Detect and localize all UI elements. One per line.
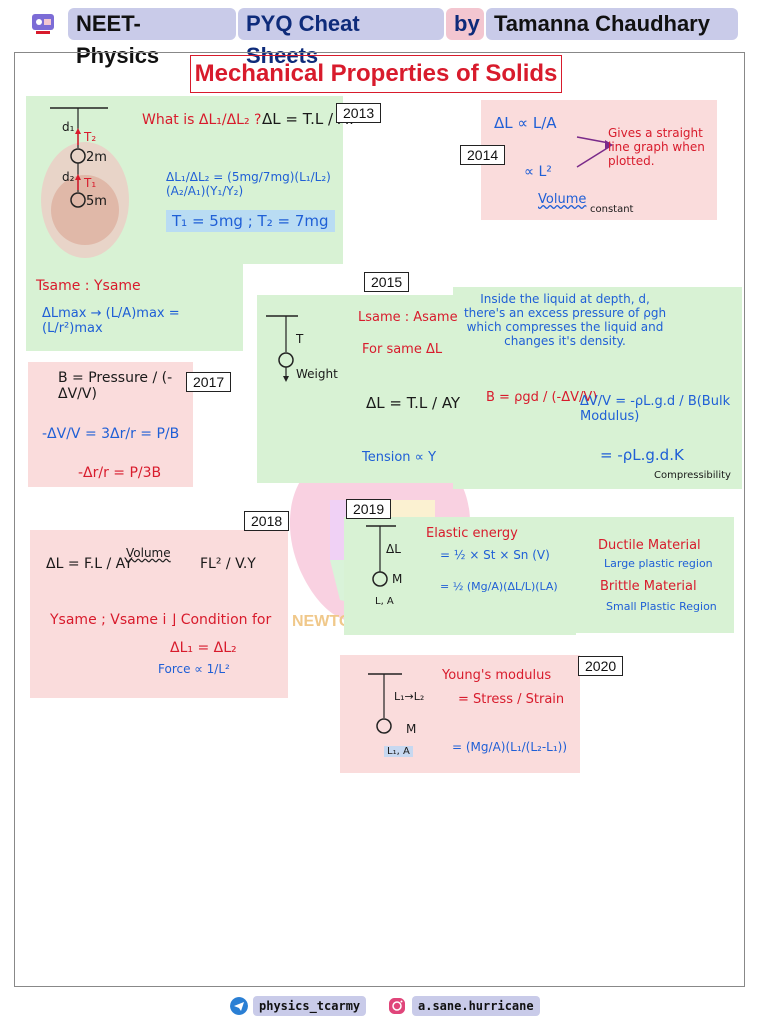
header-by: by <box>446 8 484 40</box>
formula-dl-2015: ΔL = T.L / AY <box>366 394 461 412</box>
elastic-energy-eq2: = ½ (Mg/A)(ΔL/L)(LA) <box>440 580 558 593</box>
tension-2015: Tension ∝ Y <box>362 450 437 465</box>
volume-label-2014: Volume <box>538 192 587 207</box>
prop-1-2014: ΔL ∝ L/A <box>494 114 557 132</box>
same-line1: Tsame : Ysame <box>36 278 141 294</box>
panel-same <box>26 263 243 351</box>
label-m-2019: M <box>392 572 403 586</box>
elastic-energy-title: Elastic energy <box>426 526 518 541</box>
telegram-icon[interactable] <box>230 997 248 1015</box>
note-2014: Gives a straight line graph when plotted… <box>608 126 705 168</box>
panel-2019-left <box>344 517 576 635</box>
instagram-handle[interactable]: a.sane.hurricane <box>412 996 540 1016</box>
panel-2015-right <box>453 287 742 489</box>
elastic-energy-eq1: = ½ × St × Sn (V) <box>440 548 550 562</box>
panel-2017 <box>28 362 193 487</box>
dv-formula-2017: -ΔV/V = 3Δr/r = P/B <box>42 426 180 442</box>
same-line2: ΔLmax → (L/A)max = (L/r²)max <box>42 306 180 336</box>
label-d1: d₁ <box>62 120 75 134</box>
stress-strain: = Stress / Strain <box>458 692 565 707</box>
header-series: PYQ Cheat Sheets <box>238 8 444 68</box>
year-2020: 2020 <box>578 656 624 676</box>
force-2018: Force ∝ 1/L² <box>158 662 230 676</box>
panel-2015-left <box>257 295 453 483</box>
year-2019: 2019 <box>346 499 392 519</box>
label-m-2020: M <box>406 722 417 736</box>
label-t2: T₂ <box>84 130 97 144</box>
forsame-2015: For same ΔL <box>362 342 443 357</box>
label-d2: d₂ <box>62 170 75 184</box>
tension-2013: T₁ = 5mg ; T₂ = 7mg <box>166 210 335 232</box>
formula-dl-2013: ΔL = T.L / AY <box>262 110 357 128</box>
header-author: Tamanna Chaudhary <box>486 8 738 40</box>
panel-2014 <box>481 100 717 220</box>
panel-2018 <box>30 530 288 698</box>
year-2017: 2017 <box>186 372 232 392</box>
ductile-title: Ductile Material <box>598 538 701 553</box>
volume-label-2018: Volume <box>126 546 171 560</box>
label-t1: T₁ <box>84 176 97 190</box>
telegram-handle[interactable]: physics_tcarmy <box>253 996 367 1016</box>
brittle-title: Brittle Material <box>600 579 697 594</box>
compressibility-label: Compressibility <box>654 470 731 481</box>
year-2015: 2015 <box>364 272 410 292</box>
youngs-modulus-eq: = (Mg/A)(L₁/(L₂-L₁)) <box>452 740 568 754</box>
formula-dl-2018: ΔL = F.L / AY <box>46 556 133 572</box>
label-l-2020: L₁→L₂ <box>394 690 425 703</box>
hanging-masses-diagram <box>41 107 129 258</box>
ductile-desc: Large plastic region <box>604 557 713 570</box>
label-t-2015: T <box>296 332 304 346</box>
ratio-2013: ΔL₁/ΔL₂ = (5mg/7mg)(L₁/L₂)(A₂/A₁)(Y₁/Y₂) <box>166 170 331 198</box>
condition-2018: Ysame ; Vsame i ⌋ Condition for <box>50 612 272 628</box>
bulk-formula-2015: B = ρgd / (-ΔV/V) <box>486 390 598 405</box>
label-la-2020: L₁, A <box>384 746 413 757</box>
fl-formula-2018: FL² / V.Y <box>200 556 256 572</box>
eq2-2015: = -ρL.g.d.K <box>600 446 684 464</box>
hanging-mass-diagram <box>366 525 396 587</box>
equation-2018: ΔL₁ = ΔL₂ <box>170 640 237 656</box>
brittle-desc: Small Plastic Region <box>606 600 717 613</box>
year-2014: 2014 <box>460 145 506 165</box>
header-subject: NEET- Physics <box>68 8 236 68</box>
label-la-2019: L, A <box>375 596 394 607</box>
lsame-2015: Lsame : Asame <box>358 310 458 325</box>
hanging-weight-diagram <box>266 315 298 382</box>
brand-logo-icon <box>32 14 54 34</box>
year-2013: 2013 <box>336 103 382 123</box>
prop-2-2014: ∝ L² <box>524 164 552 180</box>
label-weight-2015: Weight <box>296 367 338 381</box>
label-5m: 5m <box>86 194 107 209</box>
label-dl-2019: ΔL <box>386 542 401 556</box>
dr-formula-2017: -Δr/r = P/3B <box>78 465 162 481</box>
panel-2019-right <box>576 517 734 633</box>
arrow-icon <box>576 136 613 168</box>
dv-formula-2015: ΔV/V = -ρL.g.d / B(Bulk Modulus) <box>580 394 731 424</box>
hanging-mass-2020-diagram <box>368 673 402 734</box>
instagram-icon[interactable] <box>388 997 406 1015</box>
page-title: Mechanical Properties of Solids <box>190 55 562 93</box>
youngs-modulus-title: Young's modulus <box>442 668 552 683</box>
year-2018: 2018 <box>244 511 290 531</box>
label-2m: 2m <box>86 150 107 165</box>
inside-liquid-text: Inside the liquid at depth, d, there's a… <box>463 292 667 348</box>
bulk-formula-2017: B = Pressure / (-ΔV/V) <box>58 370 173 402</box>
constant-label-2014: constant <box>590 204 634 215</box>
question-2013: What is ΔL₁/ΔL₂ ? <box>142 112 262 128</box>
page-frame <box>14 52 745 987</box>
